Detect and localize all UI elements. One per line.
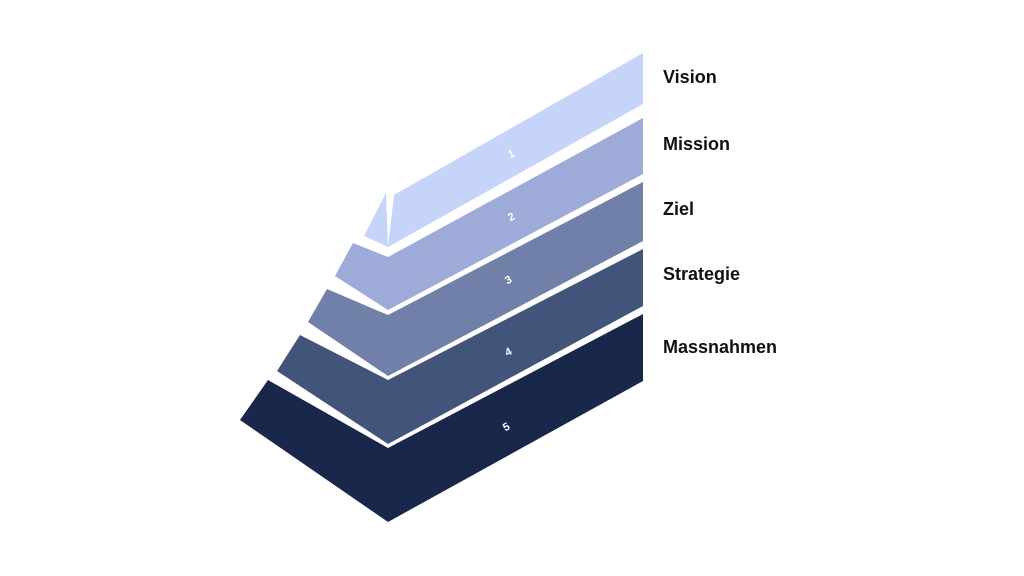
level-3-number: 3	[503, 274, 514, 287]
level-2-number: 2	[506, 211, 517, 224]
level-3-label: Ziel	[663, 199, 695, 219]
level-3-front-face	[388, 182, 643, 376]
pyramid-level-1: 1	[364, 53, 643, 247]
level-1-front-face	[388, 53, 643, 247]
level-1-number: 1	[506, 148, 517, 161]
pyramid-level-3: 3	[308, 182, 643, 376]
level-5-number: 5	[501, 421, 512, 434]
level-4-left-face	[277, 335, 388, 444]
level-2-left-face	[335, 243, 388, 310]
level-5-left-face	[240, 380, 388, 522]
level-3-left-face	[308, 289, 388, 376]
level-4-label: Strategie	[663, 264, 741, 284]
level-4-number: 4	[503, 345, 515, 359]
level-1-label: Vision	[663, 67, 717, 87]
pyramid-level-4: 4	[277, 249, 643, 444]
level-5-label: Massnahmen	[663, 337, 778, 357]
pyramid-level-5: 5	[240, 314, 643, 522]
level-2-front-face	[388, 118, 643, 310]
pyramid-level-2: 2	[335, 118, 643, 310]
level-1-left-face	[364, 193, 388, 247]
level-2-label: Mission	[663, 134, 731, 154]
level-5-front-face	[388, 314, 643, 522]
level-4-front-face	[388, 249, 643, 444]
